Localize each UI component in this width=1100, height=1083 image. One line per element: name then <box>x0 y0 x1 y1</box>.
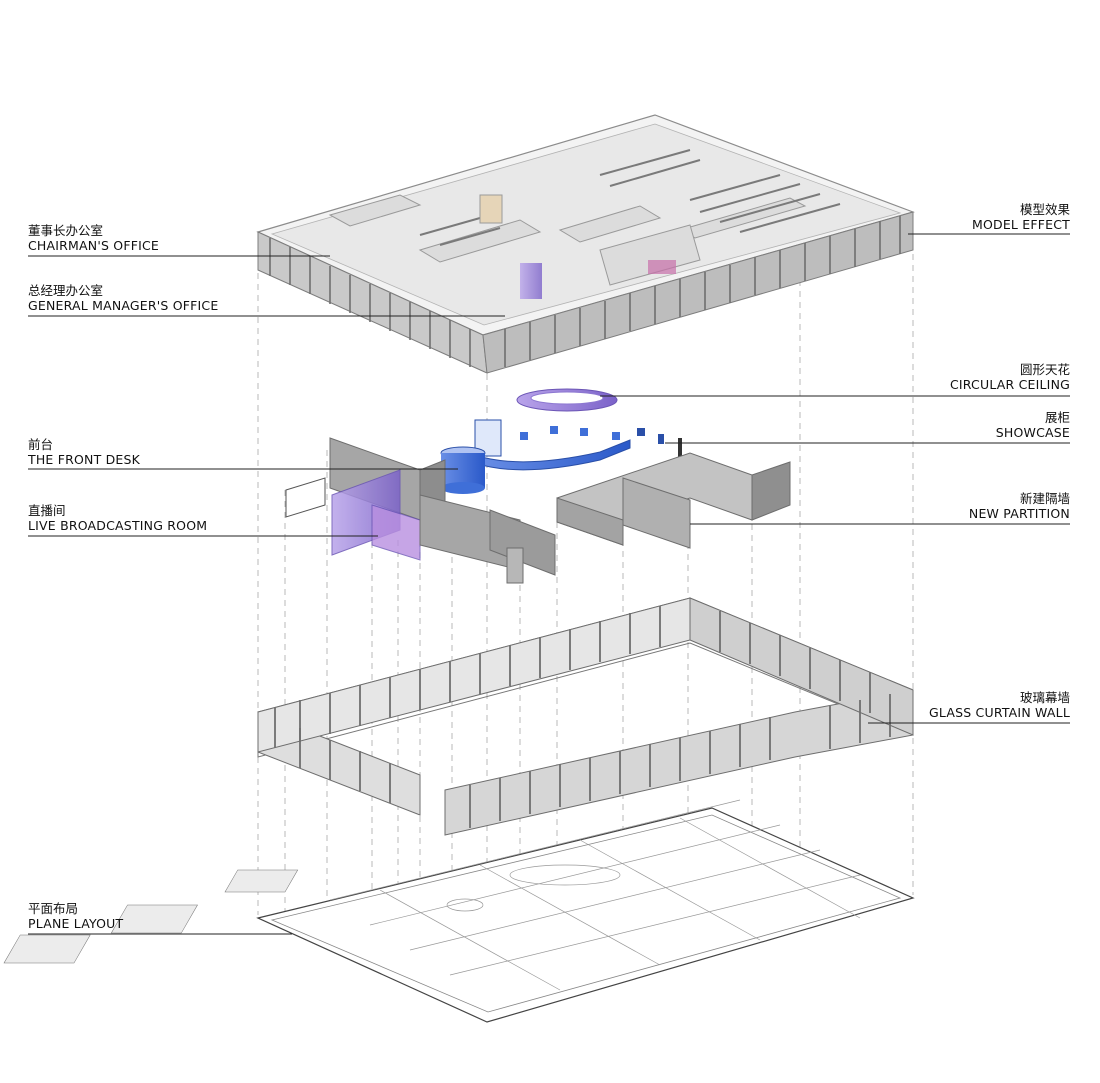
label-plane-layout: 平面布局 PLANE LAYOUT <box>28 901 123 931</box>
label-zh: 直播间 <box>28 503 66 518</box>
label-zh: 展柜 <box>1044 410 1070 425</box>
label-en: LIVE BROADCASTING ROOM <box>28 518 208 533</box>
label-chairmans-office: 董事长办公室 CHAIRMAN'S OFFICE <box>28 223 159 253</box>
label-zh: 平面布局 <box>28 901 79 916</box>
label-glass-curtain-wall: 玻璃幕墙 GLASS CURTAIN WALL <box>929 690 1070 720</box>
partition-layer <box>285 419 791 584</box>
label-new-partition: 新建隔墙 NEW PARTITION <box>969 491 1070 521</box>
label-en: CHAIRMAN'S OFFICE <box>28 238 160 253</box>
label-en: PLANE LAYOUT <box>28 916 124 931</box>
label-general-managers-office: 总经理办公室 GENERAL MANAGER'S OFFICE <box>28 283 218 313</box>
glass-curtain-wall <box>257 597 914 836</box>
label-zh: 前台 <box>28 437 54 452</box>
label-en: GLASS CURTAIN WALL <box>929 705 1070 720</box>
plane-layout <box>3 799 915 1023</box>
label-zh: 玻璃幕墙 <box>1019 690 1070 705</box>
label-showcase: 展柜 SHOWCASE <box>996 410 1070 440</box>
label-zh: 圆形天花 <box>1019 362 1070 377</box>
label-en: NEW PARTITION <box>968 506 1070 521</box>
label-en: GENERAL MANAGER'S OFFICE <box>28 298 219 313</box>
model-effect-layer <box>256 114 915 374</box>
label-model-effect: 模型效果 MODEL EFFECT <box>972 202 1070 232</box>
label-en: CIRCULAR CEILING <box>949 377 1070 392</box>
label-en: SHOWCASE <box>995 425 1070 440</box>
label-en: THE FRONT DESK <box>28 452 141 467</box>
label-zh: 模型效果 <box>1019 202 1070 217</box>
label-zh: 新建隔墙 <box>1019 491 1070 506</box>
leader-lines <box>28 233 1070 935</box>
label-live-broadcasting-room: 直播间 LIVE BROADCASTING ROOM <box>28 503 207 533</box>
label-en: MODEL EFFECT <box>971 217 1070 232</box>
label-circular-ceiling: 圆形天花 CIRCULAR CEILING <box>950 362 1070 392</box>
circular-ceiling <box>516 388 618 412</box>
label-zh: 董事长办公室 <box>28 223 104 238</box>
label-zh: 总经理办公室 <box>28 283 104 298</box>
label-front-desk: 前台 THE FRONT DESK <box>28 437 140 467</box>
